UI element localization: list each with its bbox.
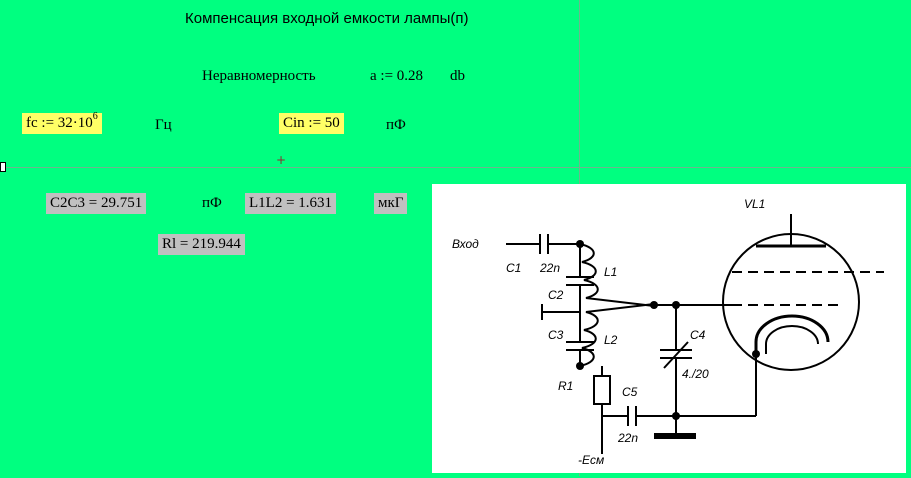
l1l2-unit: мкГ	[374, 193, 408, 214]
schematic-label-c1: C1	[506, 261, 521, 275]
schematic-label-r1: R1	[558, 379, 573, 393]
schematic-label-c5: C5	[622, 385, 638, 399]
schematic-label-c4-value: 4./20	[682, 367, 709, 381]
schematic-label-l1: L1	[604, 265, 617, 279]
region-handle[interactable]	[0, 162, 6, 172]
circuit-schematic-drawing: Вход C1 22n L1 C2 C3 L2 R1 C4 4./20 C5 2…	[452, 197, 884, 467]
schematic-label-bias: -Есм	[578, 453, 604, 467]
rl-result[interactable]: Rl = 219.944	[158, 234, 245, 255]
schematic-label-tube: VL1	[744, 197, 765, 211]
worksheet-page-break-line	[0, 167, 911, 168]
schematic-label-c5-value: 22n	[617, 431, 638, 445]
fc-unit: Гц	[155, 117, 172, 133]
ripple-unit: db	[450, 68, 465, 84]
fc-expression[interactable]: fc := 32·106	[22, 111, 102, 134]
schematic-label-c1-value: 22n	[539, 261, 560, 275]
schematic-label-input: Вход	[452, 237, 479, 251]
schematic-label-c2: C2	[548, 288, 564, 302]
fc-expression-base: fc := 32·10	[26, 115, 93, 131]
l1l2-result[interactable]: L1L2 = 1.631	[245, 193, 337, 214]
schematic-label-c3: C3	[548, 328, 564, 342]
schematic-label-l2: L2	[604, 333, 618, 347]
cin-expression[interactable]: Cin := 50	[279, 113, 344, 134]
c2c3-unit: пФ	[202, 195, 222, 211]
c2c3-result[interactable]: C2C3 = 29.751	[46, 193, 147, 214]
ripple-label: Неравномерность	[202, 68, 316, 84]
circuit-schematic-image: Вход C1 22n L1 C2 C3 L2 R1 C4 4./20 C5 2…	[432, 184, 906, 473]
ripple-expression[interactable]: a := 0.28	[370, 68, 424, 84]
fc-exponent: 6	[92, 111, 98, 122]
cin-unit: пФ	[386, 117, 406, 133]
worksheet-title: Компенсация входной емкости лампы(п)	[185, 10, 469, 27]
schematic-label-c4: C4	[690, 328, 706, 342]
crosshair-cursor: +	[276, 153, 287, 167]
